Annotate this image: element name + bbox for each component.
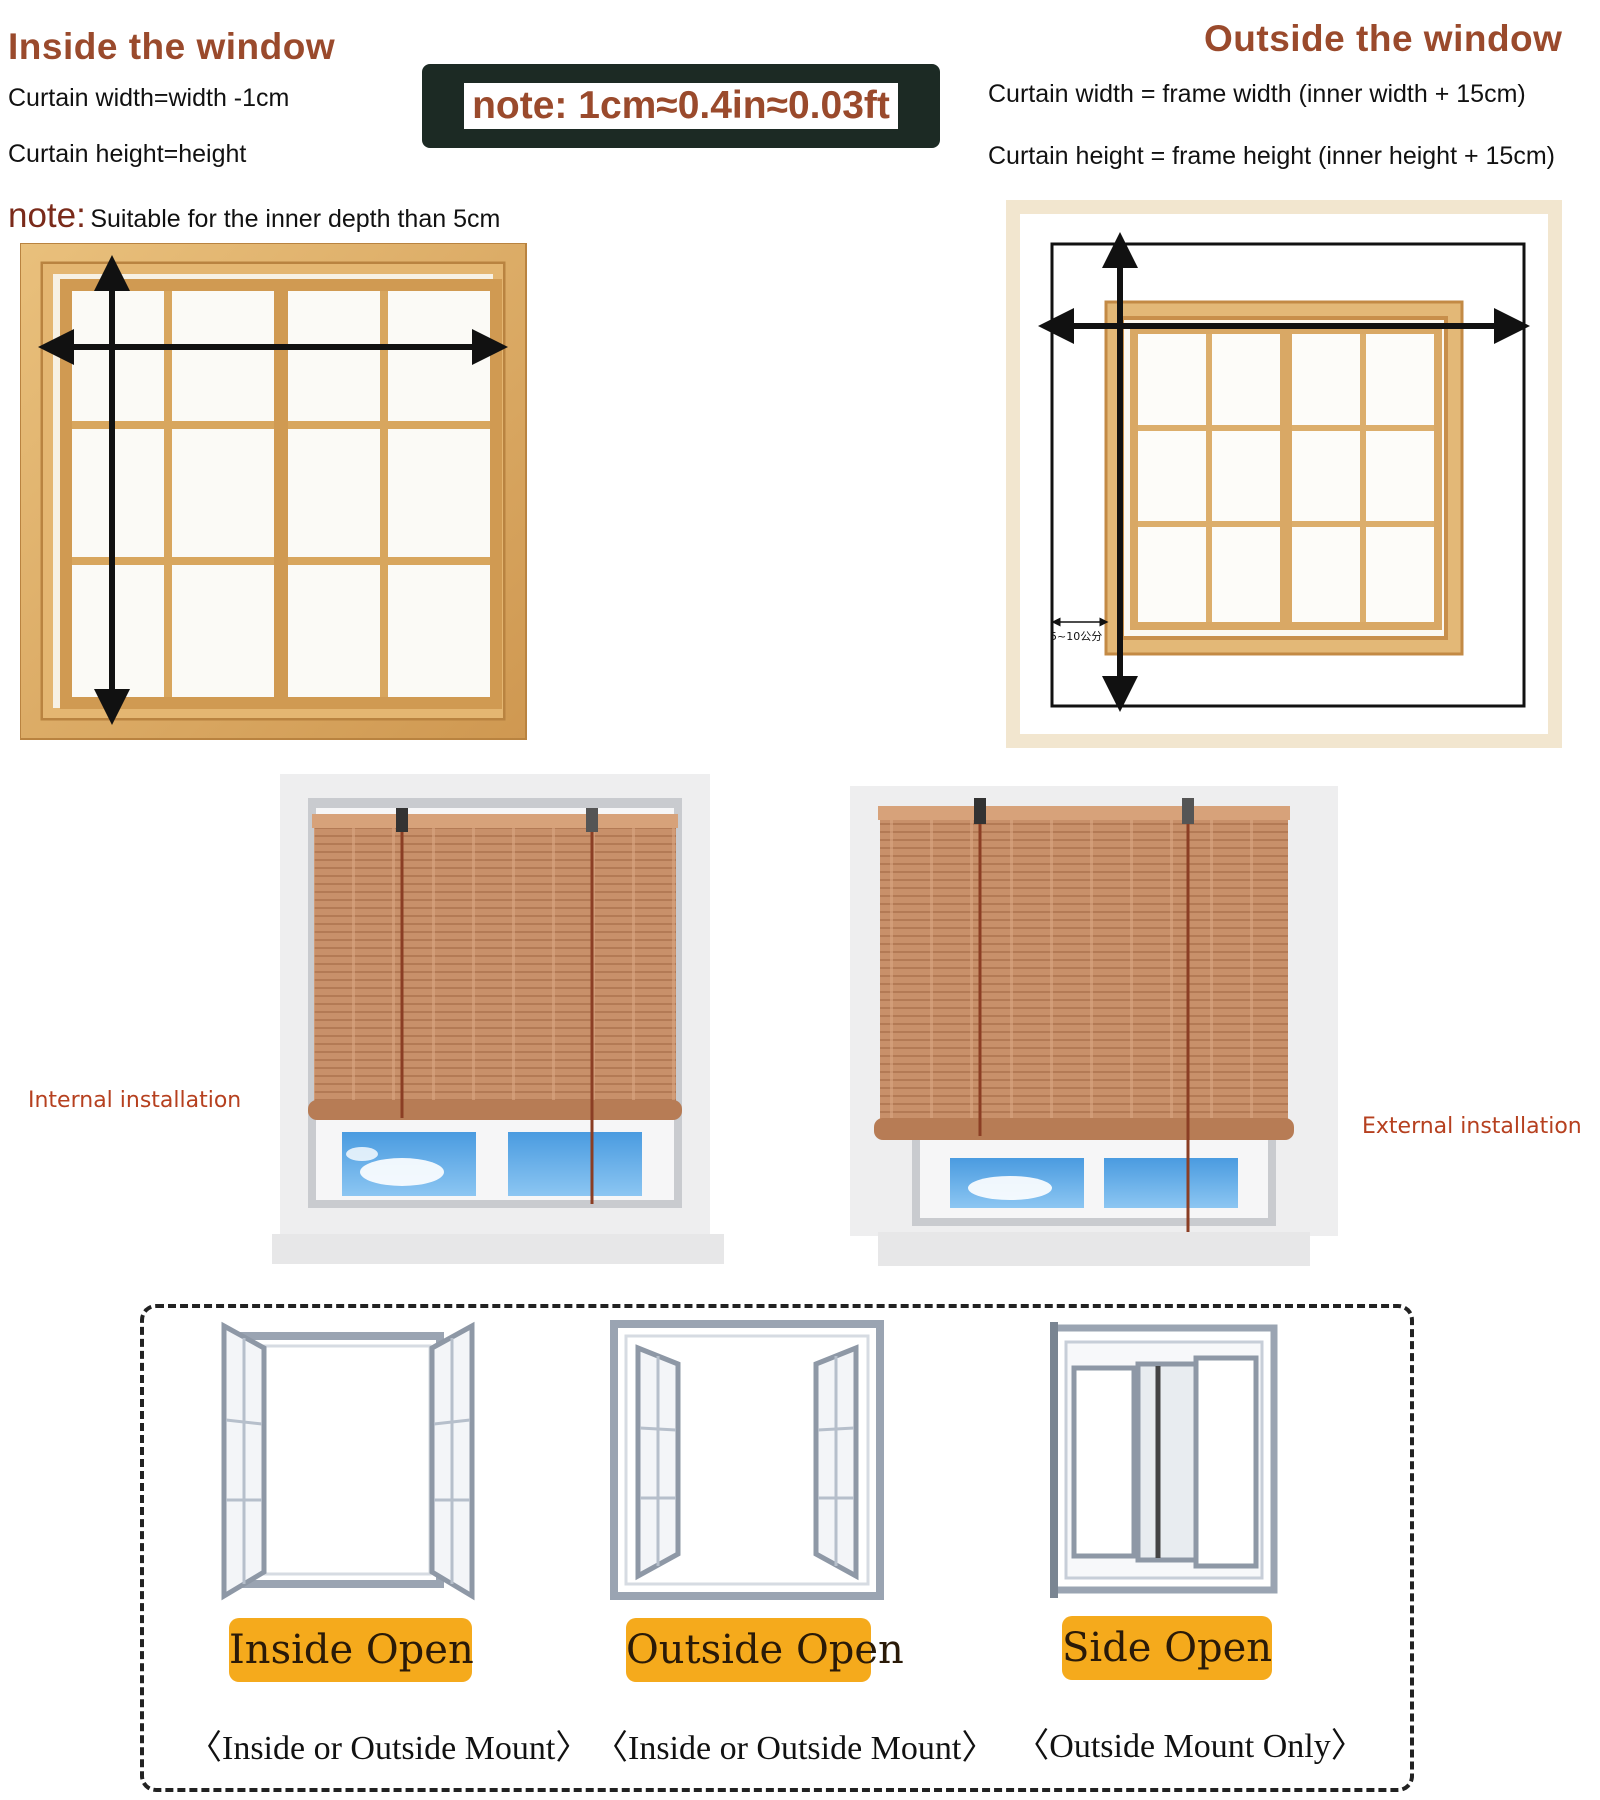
inside-heading: Inside the window	[8, 26, 336, 67]
inside-note-text: Suitable for the inner depth than 5cm	[90, 205, 501, 233]
inside-window-diagram	[20, 243, 528, 741]
outside-open-mount: 〈Inside or Outside Mount〉	[594, 1730, 996, 1767]
inside-open-label: Inside Open	[229, 1618, 474, 1682]
inside-open-mount: 〈Inside or Outside Mount〉	[188, 1730, 590, 1767]
outside-open-image	[608, 1318, 886, 1602]
side-open-label: Side Open	[1062, 1616, 1272, 1680]
inside-note: note: Suitable for the inner depth than …	[8, 196, 500, 236]
outside-open-label: Outside Open	[626, 1618, 904, 1682]
conversion-note: note: 1cm≈0.4in≈0.03ft	[464, 83, 898, 129]
side-open-image	[1046, 1322, 1280, 1598]
outside-heading: Outside the window	[1204, 18, 1563, 59]
internal-installation-label: Internal installation	[28, 1088, 242, 1113]
outside-width-rule: Curtain width = frame width (inner width…	[988, 80, 1526, 108]
outside-window-diagram	[1006, 200, 1562, 748]
external-installation-image	[850, 786, 1338, 1268]
inside-open-image	[218, 1320, 478, 1602]
inside-width-rule: Curtain width=width -1cm	[8, 84, 290, 112]
conversion-note-box: note: 1cm≈0.4in≈0.03ft	[422, 64, 940, 148]
inside-note-word: note:	[8, 196, 86, 235]
side-open-mount: 〈Outside Mount Only〉	[1015, 1728, 1365, 1765]
outside-gap-label: 5~10公分	[1050, 630, 1103, 643]
internal-installation-image	[272, 774, 724, 1268]
outside-height-rule: Curtain height = frame height (inner hei…	[988, 142, 1555, 170]
inside-height-rule: Curtain height=height	[8, 140, 247, 168]
open-types-box	[140, 1304, 1414, 1792]
external-installation-label: External installation	[1362, 1114, 1582, 1139]
